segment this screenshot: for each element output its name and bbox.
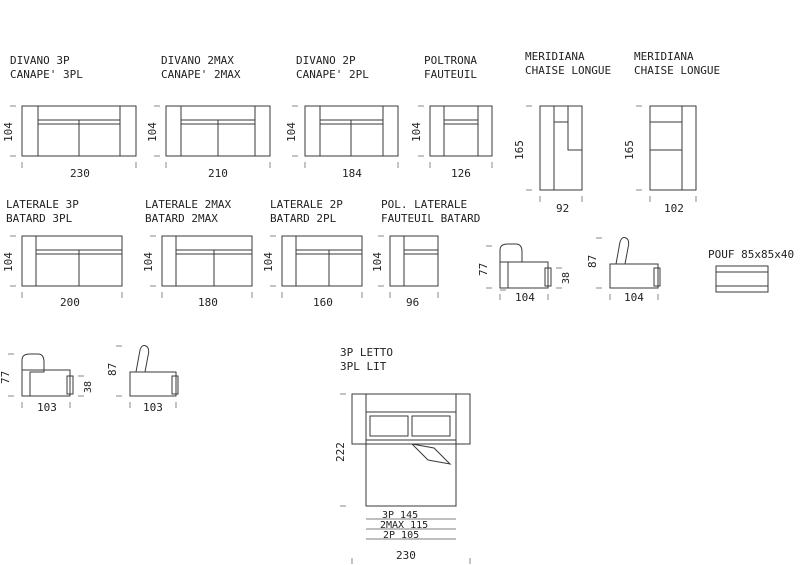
- side-1-height: 77: [477, 263, 490, 276]
- sofa-3p-subtitle: CANAPE' 3PL: [10, 68, 83, 81]
- lateral-3p-width: 200: [60, 296, 80, 309]
- chaise-2-height: 165: [623, 140, 636, 160]
- lateral-2p-top-view: LATERALE 2P BATARD 2PL 104 160: [262, 198, 363, 309]
- lateral-2p-subtitle: BATARD 2PL: [270, 212, 337, 225]
- lateral-2max-title: LATERALE 2MAX: [145, 198, 231, 211]
- sofa-2p-title: DIVANO 2P: [296, 54, 356, 67]
- sofa-3p-top-view: DIVANO 3P CANAPE' 3PL 104 230: [2, 54, 137, 180]
- side-4-height: 87: [106, 363, 119, 376]
- side-view-armrest-1: 77 38 104: [477, 243, 572, 304]
- side-2-width: 104: [624, 291, 644, 304]
- lateral-2p-title: LATERALE 2P: [270, 198, 343, 211]
- side-1-width: 104: [515, 291, 535, 304]
- chaise-longue-1-top-view: MERIDIANA CHAISE LONGUE 165 92: [513, 50, 611, 215]
- sofa-3p-title: DIVANO 3P: [10, 54, 70, 67]
- side-3-width: 103: [37, 401, 57, 414]
- side-view-backrest-1: 87 104: [586, 237, 661, 304]
- side-2-height: 87: [586, 255, 599, 268]
- armchair-top-view: POLTRONA FAUTEUIL 104 126: [410, 54, 493, 180]
- lateral-2p-height: 104: [262, 252, 275, 272]
- lateral-2max-top-view: LATERALE 2MAX BATARD 2MAX 104 180: [142, 198, 253, 309]
- sofa-2max-title: DIVANO 2MAX: [161, 54, 234, 67]
- lateral-armchair-title: POL. LATERALE: [381, 198, 467, 211]
- lateral-3p-height: 104: [2, 252, 15, 272]
- sofa-2max-width: 210: [208, 167, 228, 180]
- bed-width-3p: 3P 145: [382, 510, 418, 521]
- lateral-3p-title: LATERALE 3P: [6, 198, 79, 211]
- lateral-2max-width: 180: [198, 296, 218, 309]
- bed-width-2max: 2MAX 115: [380, 520, 428, 531]
- chaise-1-title: MERIDIANA: [525, 50, 585, 63]
- bed-subtitle: 3PL LIT: [340, 360, 387, 373]
- lateral-armchair-height: 104: [371, 252, 384, 272]
- lateral-3p-top-view: LATERALE 3P BATARD 3PL 104 200: [2, 198, 123, 309]
- lateral-3p-subtitle: BATARD 3PL: [6, 212, 73, 225]
- chaise-1-width: 92: [556, 202, 569, 215]
- sofa-2max-top-view: DIVANO 2MAX CANAPE' 2MAX 104 210: [146, 54, 271, 180]
- lateral-armchair-subtitle: FAUTEUIL BATARD: [381, 212, 480, 225]
- sofa-2p-subtitle: CANAPE' 2PL: [296, 68, 369, 81]
- side-view-armrest-2: 77 38 103: [0, 353, 94, 414]
- bed-title: 3P LETTO: [340, 346, 393, 359]
- bed-total-width: 230: [396, 549, 416, 562]
- lateral-2p-width: 160: [313, 296, 333, 309]
- chaise-2-title: MERIDIANA: [634, 50, 694, 63]
- chaise-1-height: 165: [513, 140, 526, 160]
- lateral-armchair-width: 96: [406, 296, 419, 309]
- armchair-subtitle: FAUTEUIL: [424, 68, 477, 81]
- armchair-width: 126: [451, 167, 471, 180]
- side-3-seat: 38: [83, 381, 94, 393]
- lateral-armchair-top-view: POL. LATERALE FAUTEUIL BATARD 104 96: [371, 198, 480, 309]
- sofa-2p-top-view: DIVANO 2P CANAPE' 2PL 104 184: [285, 54, 399, 180]
- sofa-3p-width: 230: [70, 167, 90, 180]
- pouf: POUF 85x85x40: [708, 248, 794, 293]
- side-3-height: 77: [0, 371, 12, 384]
- sofa-2p-width: 184: [342, 167, 362, 180]
- chaise-2-subtitle: CHAISE LONGUE: [634, 64, 720, 77]
- pouf-label: POUF 85x85x40: [708, 248, 794, 261]
- armchair-height: 104: [410, 122, 423, 142]
- armchair-title: POLTRONA: [424, 54, 477, 67]
- chaise-longue-2-top-view: MERIDIANA CHAISE LONGUE 165 102: [623, 50, 720, 215]
- sofa-2max-height: 104: [146, 122, 159, 142]
- bed-height: 222: [334, 442, 347, 462]
- side-view-backrest-2: 87 103: [106, 345, 179, 414]
- sofa-2max-subtitle: CANAPE' 2MAX: [161, 68, 241, 81]
- side-1-seat: 38: [561, 272, 572, 284]
- chaise-2-width: 102: [664, 202, 684, 215]
- sofa-3p-height: 104: [2, 122, 15, 142]
- sofa-bed-top-view: 3P LETTO 3PL LIT 222 3P 145 2MAX 115 2P …: [334, 346, 471, 564]
- lateral-2max-height: 104: [142, 252, 155, 272]
- bed-width-2p: 2P 105: [383, 530, 419, 541]
- side-4-width: 103: [143, 401, 163, 414]
- lateral-2max-subtitle: BATARD 2MAX: [145, 212, 218, 225]
- sofa-2p-height: 104: [285, 122, 298, 142]
- chaise-1-subtitle: CHAISE LONGUE: [525, 64, 611, 77]
